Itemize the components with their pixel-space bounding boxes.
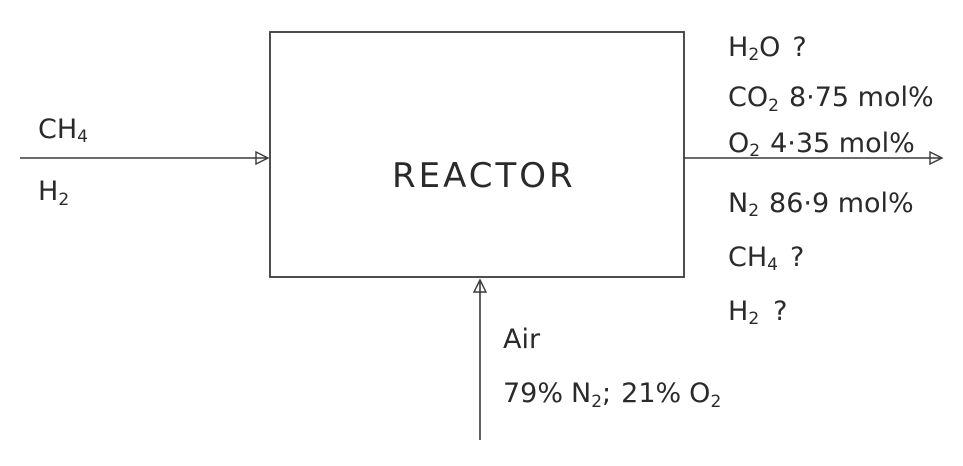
- product-arrow-icon: [929, 150, 944, 166]
- product-component-h2o: H2O?: [728, 32, 807, 65]
- reactor-box: [269, 31, 685, 278]
- feed-component-h2: H2: [38, 176, 69, 210]
- air-label: Air: [503, 324, 541, 355]
- product-component-h2: H2?: [728, 296, 787, 329]
- feed-arrow-icon: [255, 150, 270, 166]
- air-arrow-icon: [472, 278, 488, 293]
- air-composition: 79%N2;21%O2: [503, 378, 721, 412]
- feed-component-ch4: CH4: [38, 114, 88, 147]
- product-component-ch4: CH4?: [728, 242, 804, 275]
- reactor-label: REACTOR: [392, 156, 576, 196]
